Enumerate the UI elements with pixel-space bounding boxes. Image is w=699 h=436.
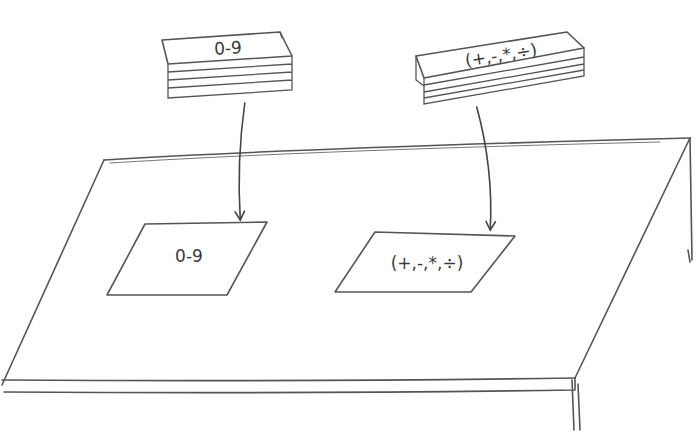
card-stack-outline — [158, 18, 298, 103]
card-label: (+,-,*,÷) — [464, 39, 539, 70]
table-leg — [572, 380, 580, 430]
table-left-edge — [2, 160, 104, 385]
card-stack: (+,-,*,÷) — [412, 22, 587, 107]
card-label: 0-9 — [214, 37, 243, 58]
table-right-edge — [575, 138, 690, 378]
table-card: (+,-,*,÷) — [333, 230, 518, 295]
card-stack: 0-9 — [158, 18, 298, 103]
arrow — [477, 107, 491, 230]
table-front-edge — [2, 378, 575, 381]
table-card: 0-9 — [105, 220, 270, 298]
table-right-side — [690, 138, 692, 260]
arrow — [239, 103, 245, 220]
card-label: (+,-,*,÷) — [391, 253, 464, 273]
table-top-back-edge-sketch — [110, 142, 660, 163]
table-front-thickness — [4, 378, 575, 393]
table-leg-right — [688, 250, 690, 262]
card-label: 0-9 — [175, 246, 203, 266]
table-top-back-edge — [104, 138, 690, 160]
